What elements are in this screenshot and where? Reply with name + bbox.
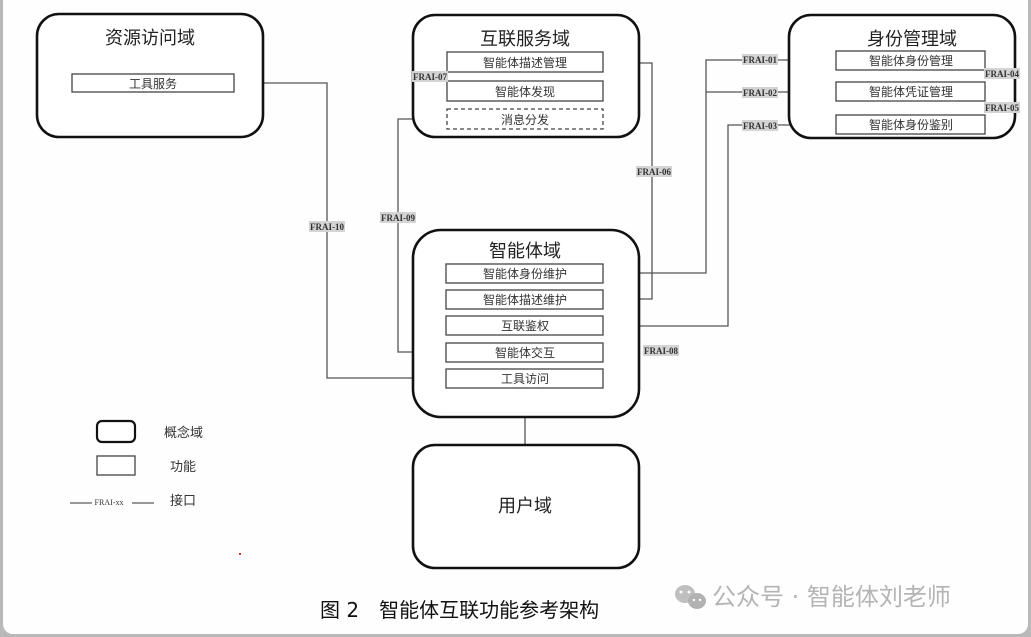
interface-label-frai-10: FRAI-10: [310, 222, 344, 232]
figure-caption: 图 2 智能体互联功能参考架构: [320, 598, 599, 622]
domain-title: 身份管理域: [867, 29, 957, 50]
legend-domain-label: 概念域: [164, 425, 203, 441]
function-label: 工具访问: [501, 372, 549, 386]
function-label: 互联鉴权: [501, 319, 549, 333]
connector-frai-03: [603, 124, 836, 327]
interface-label-frai-09: FRAI-09: [381, 213, 415, 223]
function-tool-access[interactable]: [445, 368, 604, 389]
interface-label-frai-05: FRAI-05: [985, 103, 1019, 113]
legend: 概念域 功能 FRAI-xx 接口: [70, 419, 241, 555]
function-agent-identity-management[interactable]: [835, 50, 986, 71]
legend-function-swatch: [96, 455, 136, 476]
interface-label-frai-07: FRAI-07: [413, 72, 447, 82]
function-agent-discovery[interactable]: [446, 80, 604, 102]
function-label: 智能体描述管理: [483, 55, 567, 70]
function-label: 消息分发: [501, 112, 549, 127]
stray-dot: [239, 553, 241, 555]
function-agent-description-maintenance[interactable]: [445, 289, 604, 310]
interface-labels: FRAI-01 FRAI-02 FRAI-03 FRAI-04 FRAI-05 …: [309, 54, 1020, 356]
function-tool-service[interactable]: [71, 73, 235, 93]
function-agent-credential-management[interactable]: [835, 81, 986, 102]
function-agent-identity-authentication[interactable]: [835, 114, 986, 135]
interface-label-frai-03: FRAI-03: [743, 121, 777, 131]
watermark: 公众号 · 智能体刘老师: [675, 583, 951, 611]
domain-user: 用户域: [411, 443, 641, 570]
function-interconnect-authorization[interactable]: [445, 315, 604, 336]
legend-interface-label: 接口: [170, 493, 196, 509]
domain-title: 互联服务域: [480, 29, 570, 50]
function-label: 智能体发现: [495, 84, 555, 99]
watermark-text: 公众号 · 智能体刘老师: [712, 583, 951, 611]
function-label: 智能体描述维护: [483, 292, 567, 307]
legend-domain-swatch: [95, 419, 137, 444]
interface-label-frai-01: FRAI-01: [743, 55, 777, 65]
domain-identity-management: 身份管理域 智能体身份管理 智能体凭证管理 智能体身份鉴别: [787, 13, 1017, 140]
interface-label-frai-06: FRAI-06: [637, 167, 671, 177]
domain-title: 用户域: [498, 496, 552, 517]
function-label: 工具服务: [129, 76, 177, 91]
function-agent-interaction[interactable]: [445, 342, 604, 363]
domain-title: 智能体域: [489, 241, 561, 262]
domain-agent: 智能体域 智能体身份维护 智能体描述维护 互联鉴权 智能体交互 工具访问: [411, 228, 641, 419]
function-message-distribution[interactable]: [446, 108, 604, 130]
function-label: 智能体身份鉴别: [869, 117, 953, 132]
domain-interconnect-service: 互联服务域 智能体描述管理 智能体发现 消息分发: [411, 13, 641, 139]
domain-resource-access: 资源访问域 工具服务: [35, 12, 265, 139]
interface-label-frai-08: FRAI-08: [644, 346, 678, 356]
function-label: 智能体身份管理: [869, 53, 953, 68]
domain-title: 资源访问域: [105, 28, 195, 49]
legend-function-label: 功能: [170, 460, 196, 475]
wechat-icon: [675, 585, 706, 609]
function-label: 智能体凭证管理: [869, 84, 953, 99]
legend-interface-sample: FRAI-xx: [95, 498, 124, 507]
function-label: 智能体身份维护: [483, 266, 567, 281]
function-agent-identity-maintenance[interactable]: [445, 263, 604, 284]
interface-label-frai-04: FRAI-04: [985, 69, 1019, 79]
function-agent-description-management[interactable]: [446, 51, 604, 73]
function-label: 智能体交互: [495, 345, 555, 360]
interface-label-frai-02: FRAI-02: [743, 88, 777, 98]
